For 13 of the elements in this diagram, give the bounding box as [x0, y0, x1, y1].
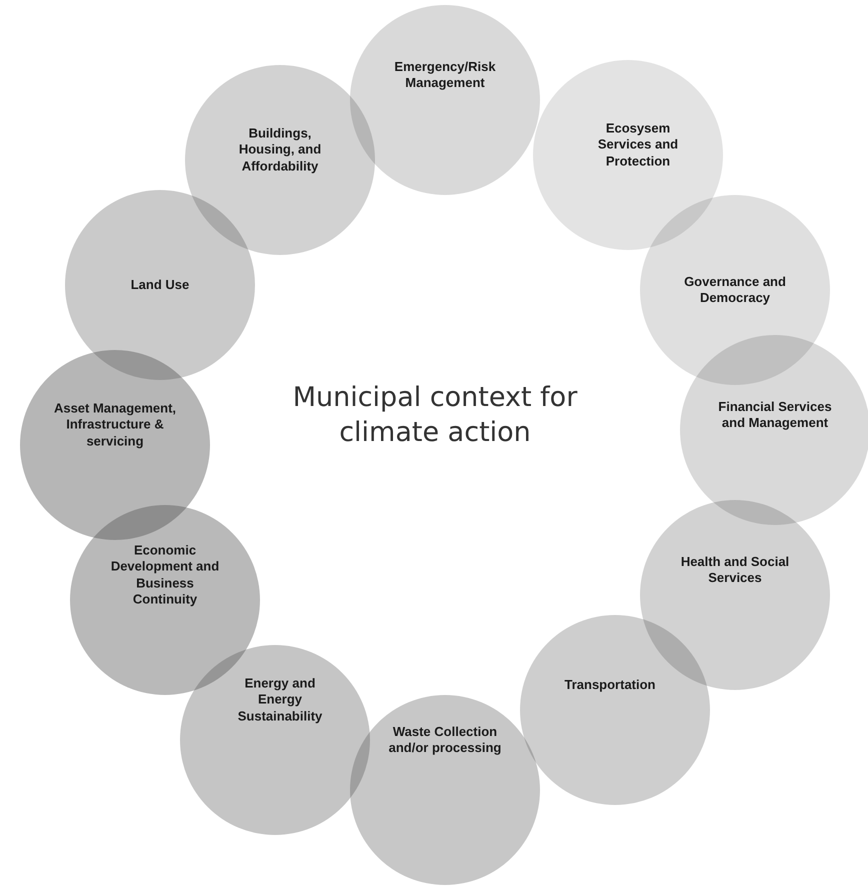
topic-label: Economic Development and Business Continuity: [110, 542, 220, 608]
topic-label: Waste Collection and/or processing: [388, 724, 502, 756]
topic-label: Governance and Democracy: [683, 274, 787, 306]
topic-label: Transportation: [563, 676, 656, 694]
topic-label: Health and Social Services: [680, 554, 790, 586]
topic-label: Financial Services and Management: [717, 398, 833, 432]
topic-label: Emergency/Risk Management: [393, 58, 497, 92]
topic-label: Land Use: [130, 276, 190, 294]
topic-label: Ecosysem Services and Protection: [596, 120, 680, 170]
topic-label: Buildings, Housing, and Affordability: [238, 126, 322, 174]
topic-label: Energy and Energy Sustainability: [236, 676, 324, 724]
center-title: Municipal context for climate action: [292, 381, 578, 450]
topic-label: Asset Management, Infrastructure & servicing: [52, 400, 178, 450]
